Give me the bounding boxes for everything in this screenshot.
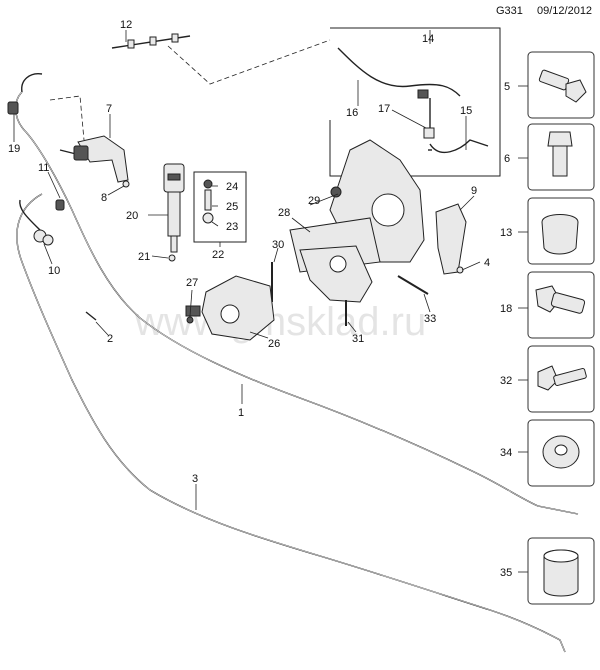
side-part-34: 34 [500,419,595,487]
callout-15: 15 [460,105,472,117]
callout-4: 4 [484,257,490,269]
callout-21: 21 [138,251,150,263]
callout-14: 14 [422,33,434,45]
callout-27: 27 [186,277,198,289]
pump-26-shape [185,275,275,341]
callout-28: 28 [278,207,290,219]
side-label-13: 13 [500,227,512,239]
side-part-6: 6 [504,123,595,191]
side-part-35: 35 [500,537,595,605]
mounting-bracket-28-shape [289,139,425,303]
callout-8: 8 [101,192,107,204]
injector-20-shape [163,163,185,253]
callout-33: 33 [424,313,436,325]
side-part-5: 5 [504,51,595,119]
callout-22: 22 [212,249,224,261]
side-part-32: 32 [500,345,595,413]
support-9-shape [435,203,467,275]
watermark: www.gmsklad.ru [134,300,426,344]
side-label-32: 32 [500,375,512,387]
callout-16: 16 [346,107,358,119]
callout-30: 30 [272,239,284,251]
bracket-7-shape [73,135,129,183]
clamp-10-shape [33,229,54,246]
nut-29-shape [330,186,342,198]
callout-17: 17 [378,103,390,115]
callout-3: 3 [192,473,198,485]
side-label-35: 35 [500,567,512,579]
callout-24: 24 [226,181,238,193]
callout-11: 11 [38,162,49,174]
callout-labels: 1 2 3 4 7 8 9 10 11 12 14 15 16 17 19 20… [8,19,490,485]
seal-21-shape [168,254,176,262]
bolt-33-shape [397,275,429,295]
callout-20: 20 [126,210,138,222]
box-14 [329,27,501,177]
sensor-harness-shape [337,47,489,154]
side-part-13: 13 [500,197,595,265]
callout-9: 9 [471,185,477,197]
bolt-4-shape [456,266,464,274]
side-part-18: 18 [500,271,595,339]
side-label-18: 18 [500,303,512,315]
bolt-27-shape [186,316,194,324]
bolt-8-shape [122,180,130,188]
callout-29: 29 [308,195,320,207]
callout-26: 26 [268,338,280,350]
injector-clamp-shape [202,179,214,224]
fuel-rail-12-shape [111,33,191,49]
callout-25: 25 [226,201,238,213]
pipe-2-end [85,311,97,321]
callout-2: 2 [107,333,113,345]
clamp-19-shape [7,101,19,115]
callout-1: 1 [238,407,244,419]
side-label-34: 34 [500,447,512,459]
callout-19: 19 [8,143,20,155]
callout-31: 31 [352,333,364,345]
callout-23: 23 [226,221,238,233]
fuel-pipe-3 [16,193,566,653]
side-label-6: 6 [504,153,510,165]
callout-7: 7 [106,103,112,115]
side-label-5: 5 [504,81,510,93]
fuel-pipe-1 [15,91,579,515]
diagram-date: 09/12/2012 [537,5,592,17]
callout-12: 12 [120,19,132,31]
leader-lines [13,30,481,510]
diagram-code: G331 [496,5,523,17]
callout-10: 10 [48,265,60,277]
clamp-11-shape [55,199,65,211]
